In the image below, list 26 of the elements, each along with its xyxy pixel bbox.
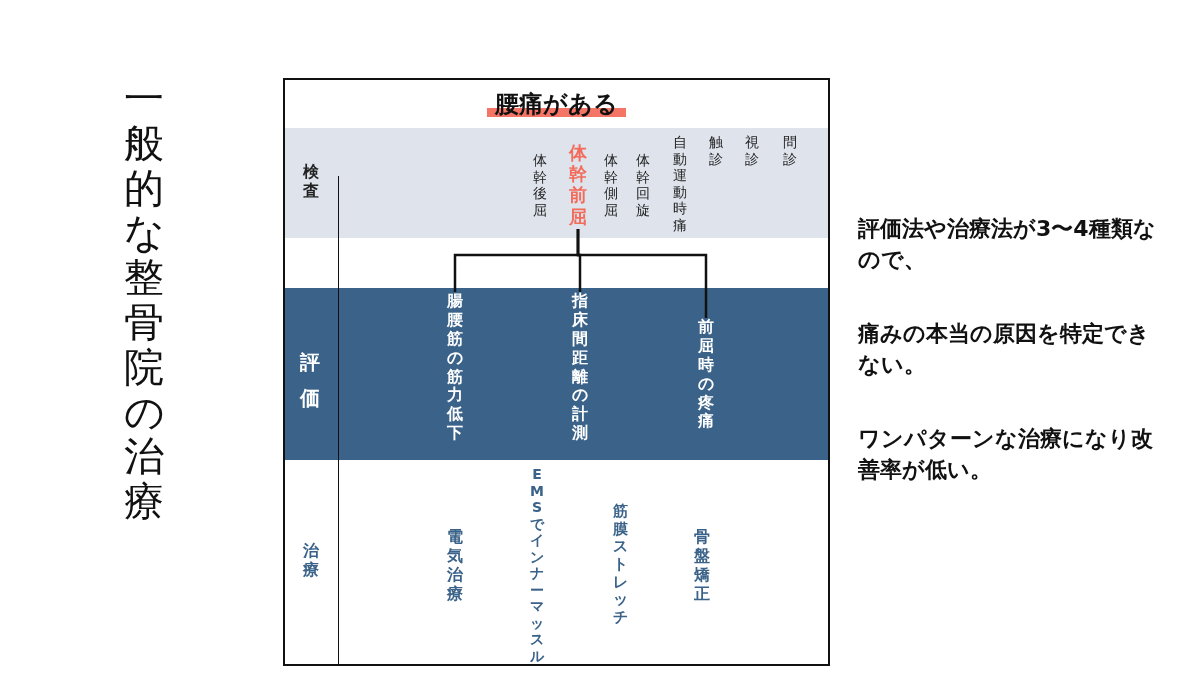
flowchart-frame (283, 78, 830, 666)
page-title: 一般的な整骨院の治療 (122, 76, 166, 524)
item-text: 体幹側屈 (603, 152, 619, 219)
item-text: 前屈時の疼痛 (697, 318, 715, 432)
item-text: 問診 (782, 134, 798, 168)
row-band (285, 128, 828, 238)
item-text: EMSでインナーマッスル (529, 466, 545, 665)
connector-line (576, 228, 708, 318)
item-text: 筋膜ストレッチ (611, 503, 629, 627)
note-text: ワンパターンな治療になり改善率が低い。 (858, 425, 1154, 484)
item-text: 電気治療 (446, 528, 464, 604)
note-text: 痛みの本当の原因を特定できない。 (858, 320, 1151, 379)
note-text: 評価法や治療法が3〜4種類なので、 (858, 215, 1157, 274)
row-heading: 治療 (302, 542, 320, 580)
item-text: 触診 (708, 134, 724, 168)
item-text: 体幹回旋 (635, 152, 651, 219)
row-band (285, 288, 828, 460)
row-heading: 評価 (299, 349, 321, 412)
row-heading: 検査 (302, 163, 320, 201)
item-text: 指床間距離の計測 (571, 292, 589, 443)
highlighted-text: 体幹前屈 (568, 142, 588, 227)
item-text: 腸腰筋の筋力低下 (446, 292, 464, 443)
item-text: 視診 (744, 134, 760, 168)
item-text: 体幹後屈 (532, 152, 548, 219)
item-text: 骨盤矯正 (693, 528, 711, 604)
item-text: 自動運動時痛 (672, 134, 688, 234)
